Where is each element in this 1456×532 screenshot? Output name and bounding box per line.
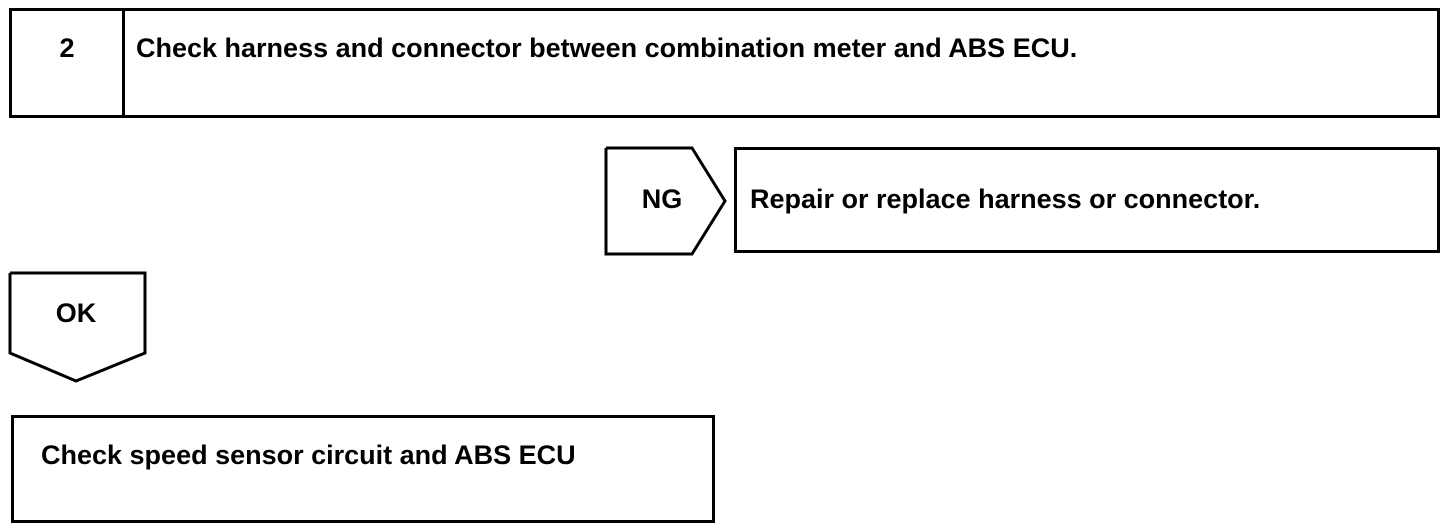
ok-label: OK: [55, 298, 97, 328]
step-divider: [122, 11, 125, 115]
ng-label: NG: [641, 184, 683, 214]
step-box: 2 Check harness and connector between co…: [9, 8, 1440, 118]
step-title: Check harness and connector between comb…: [136, 33, 1078, 63]
step-number: 2: [59, 33, 75, 63]
ng-action-box: Repair or replace harness or connector.: [734, 147, 1440, 253]
ok-next-step-text: Check speed sensor circuit and ABS ECU: [41, 440, 576, 470]
ng-action-text: Repair or replace harness or connector.: [750, 184, 1261, 214]
ng-arrow-tag: [604, 146, 727, 256]
ok-arrow-tag: [8, 271, 147, 383]
ok-next-step-box: Check speed sensor circuit and ABS ECU: [11, 415, 715, 523]
